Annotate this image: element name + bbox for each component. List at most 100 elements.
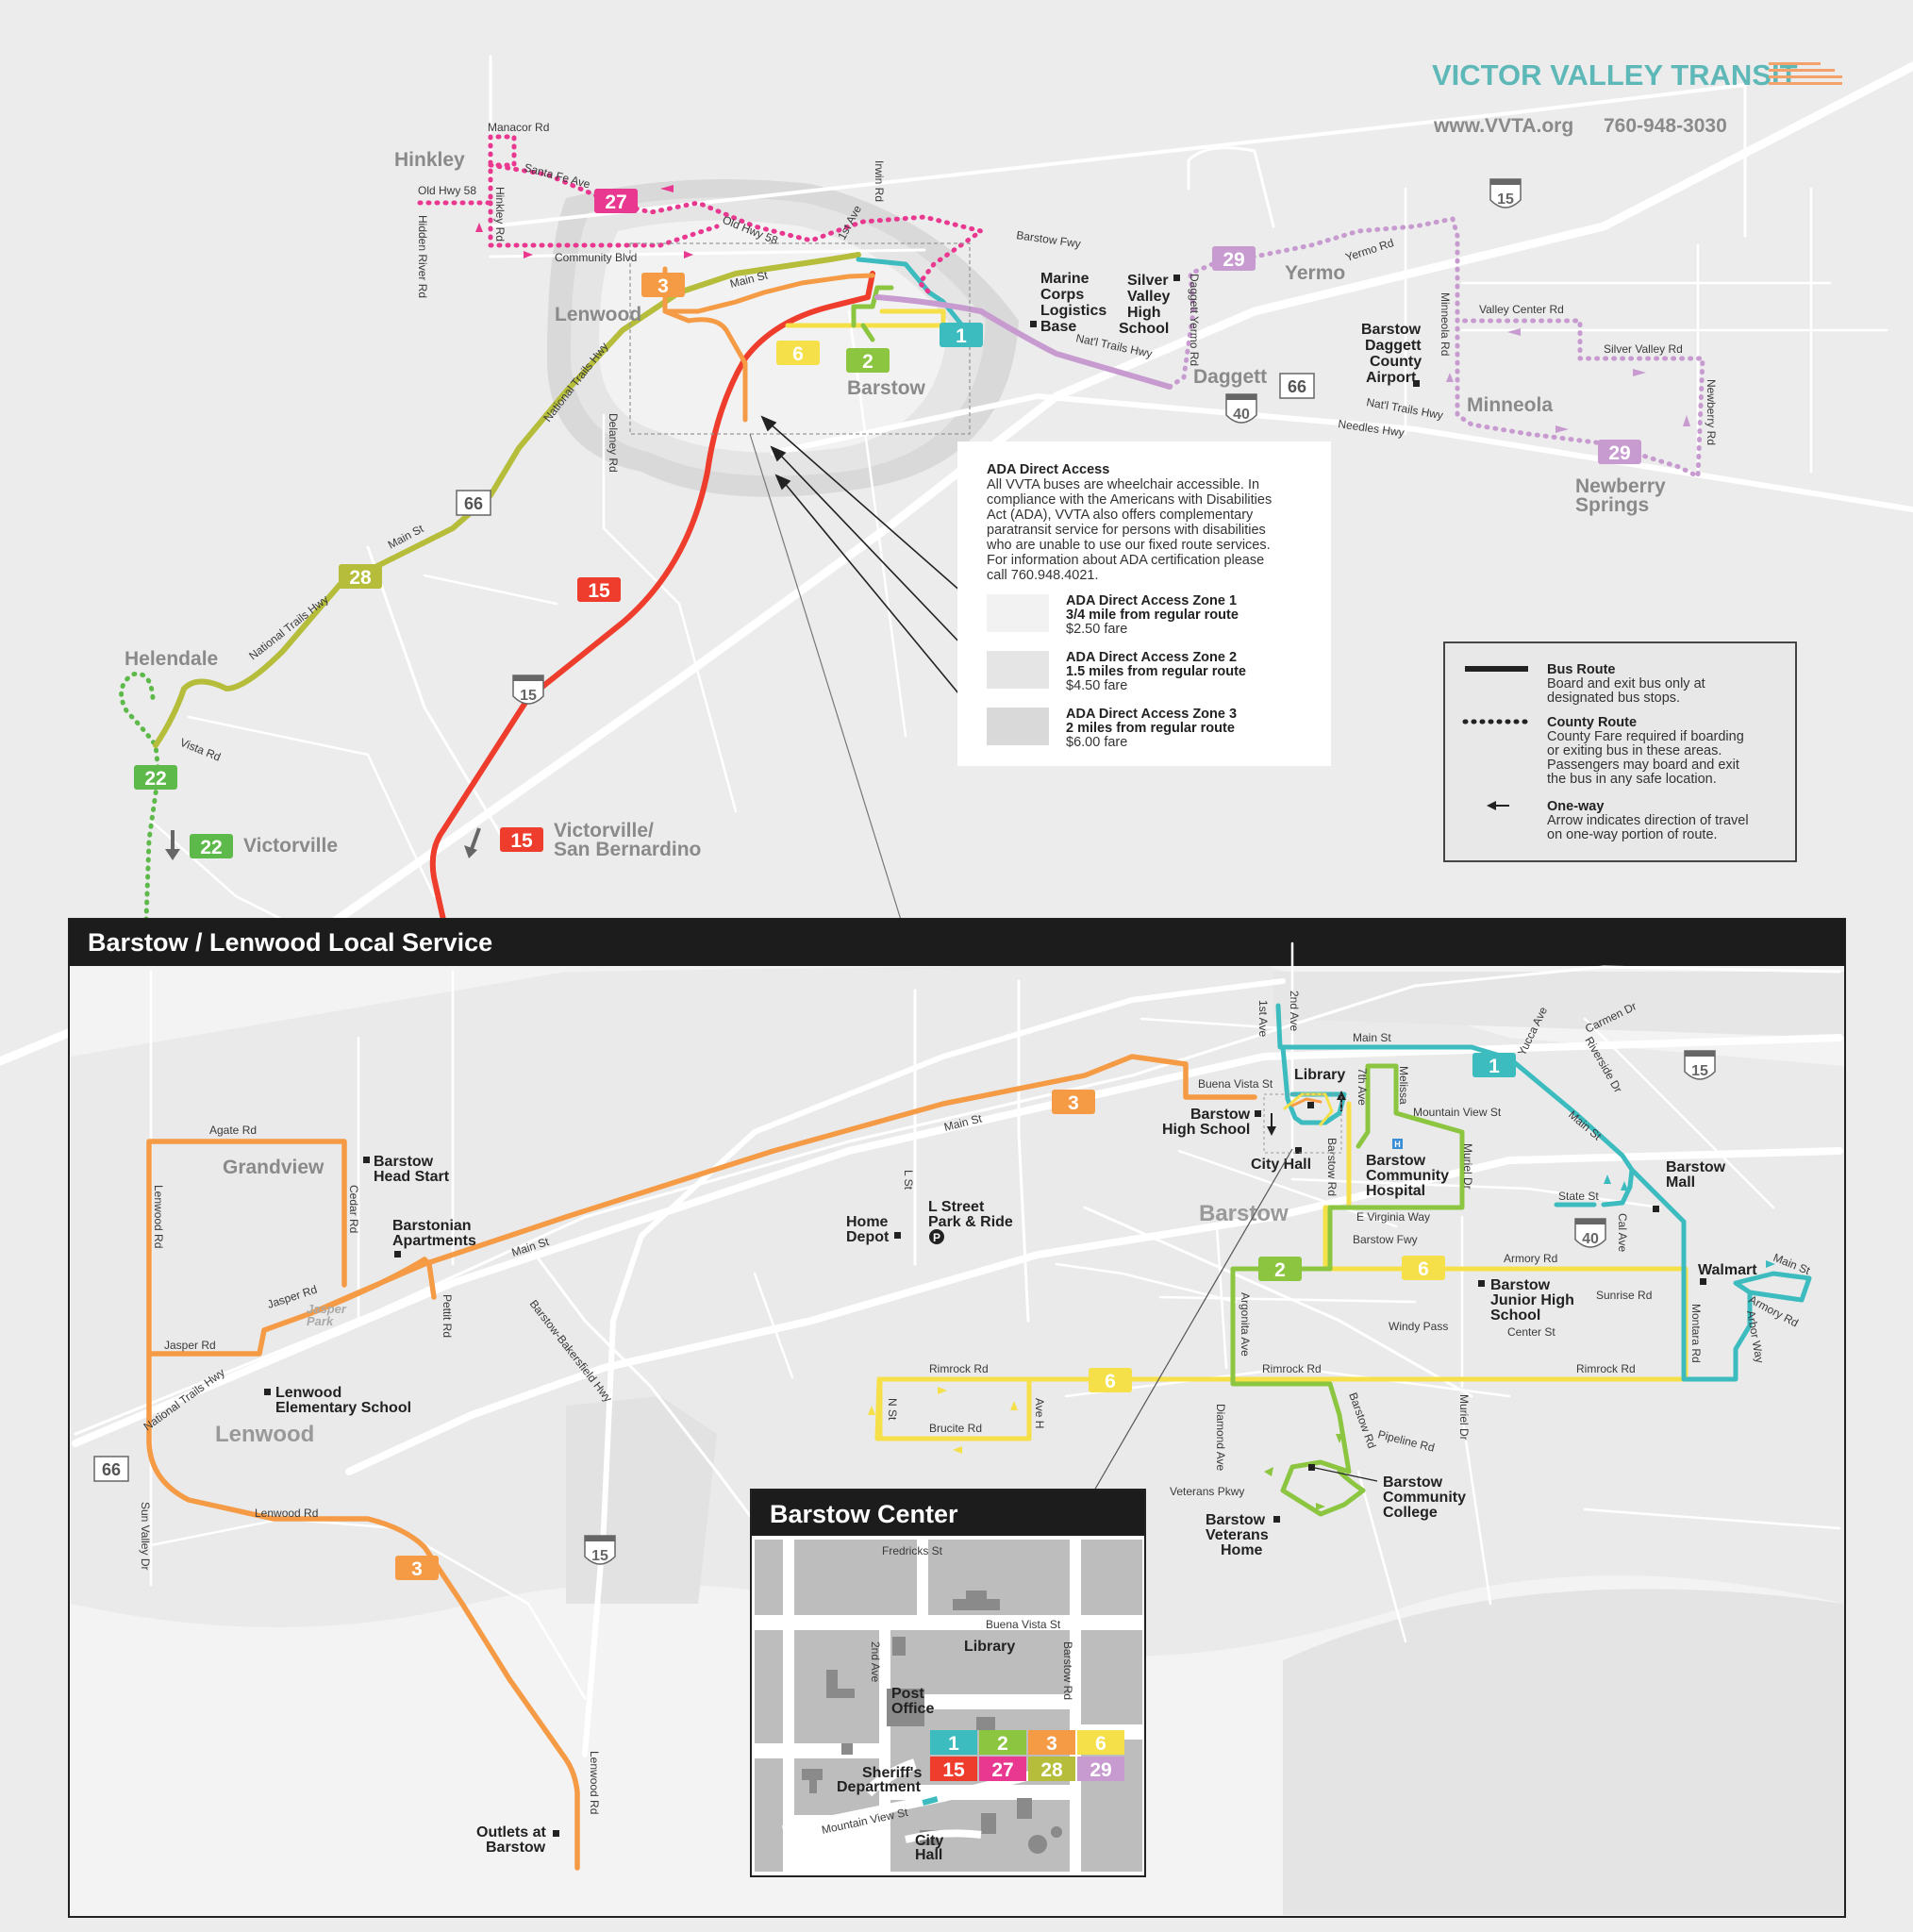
local-badge-2: 2 — [1274, 1259, 1286, 1281]
local-road-barstow-fwy: Barstow Fwy — [1353, 1233, 1418, 1246]
local-route-1-path — [1275, 1003, 1812, 1382]
svg-text:40: 40 — [1233, 407, 1250, 423]
svg-text:3/4 mile from regular route: 3/4 mile from regular route — [1066, 608, 1239, 623]
place-svhs-marker — [1173, 275, 1180, 281]
svg-text:$2.50 fare: $2.50 fare — [1066, 622, 1127, 637]
interstate-40-shield-local: 40 — [1574, 1218, 1606, 1248]
legend-one-way-arrow-icon — [1487, 801, 1509, 810]
svg-text:66: 66 — [102, 1460, 121, 1479]
svg-text:H: H — [1394, 1140, 1401, 1149]
local-badge-1: 1 — [1489, 1056, 1500, 1077]
local-route-badges: 3 3 1 2 6 6 — [395, 1053, 1516, 1580]
place-veterans-home-2: Veterans — [1206, 1527, 1269, 1543]
route-2-regional-path — [851, 285, 894, 342]
badge-3-regional: 3 — [657, 275, 669, 297]
svg-text:For information about ADA cert: For information about ADA certification … — [987, 553, 1264, 568]
svg-text:15: 15 — [510, 830, 533, 852]
local-road-7th-ave: 7th Ave — [1356, 1068, 1369, 1106]
svg-text:the bus in any safe location.: the bus in any safe location. — [1547, 772, 1717, 787]
dest-victorville: Victorville — [243, 835, 338, 857]
svg-text:call 760.948.4021.: call 760.948.4021. — [987, 568, 1099, 583]
local-road-2nd-ave: 2nd Ave — [1288, 991, 1301, 1031]
place-barstow-hs-2: High School — [1162, 1122, 1250, 1138]
place-l-street-2: Park & Ride — [928, 1214, 1013, 1230]
ada-zone-rings — [547, 179, 1019, 497]
town-lenwood-regional: Lenwood — [555, 304, 641, 325]
badge-29-yermo: 29 — [1223, 249, 1244, 271]
place-college-3: College — [1383, 1505, 1438, 1521]
road-manacor: Manacor Rd — [488, 121, 549, 134]
local-badge-3-a: 3 — [1068, 1092, 1079, 1114]
center-street-fredricks: Fredricks St — [882, 1544, 943, 1557]
svg-text:compliance with the Americans: compliance with the Americans with Disab… — [987, 492, 1272, 508]
road-silver-valley: Silver Valley Rd — [1604, 342, 1683, 356]
place-junior-high-2: Junior High — [1490, 1292, 1574, 1308]
place-marine-marker — [1030, 321, 1037, 327]
svg-text:paratransit service for person: paratransit service for persons with dis… — [987, 523, 1266, 538]
local-road-e-virginia: E Virginia Way — [1356, 1210, 1430, 1224]
badge-15-regional: 15 — [588, 580, 610, 602]
route-29-solid-path — [874, 294, 1173, 390]
barstow-center-inset: Barstow Center — [750, 1489, 1146, 1877]
local-road-rimrock-b: Rimrock Rd — [1262, 1362, 1322, 1375]
local-road-lenwood-rd: Lenwood Rd — [152, 1185, 165, 1248]
local-road-lenwood-rd-2: Lenwood Rd — [255, 1507, 318, 1520]
regional-one-way-arrows — [475, 185, 693, 258]
svg-text:3: 3 — [1046, 1733, 1057, 1755]
local-roads — [72, 941, 1843, 1757]
ada-callout-arrows — [749, 415, 987, 921]
brand-phone: 760-948-3030 — [1604, 115, 1727, 137]
regional-destinations: 22 Victorville 15 Victorville/ San Berna… — [165, 820, 701, 860]
local-road-rimrock-c: Rimrock Rd — [1576, 1362, 1636, 1375]
brand-stripes-icon — [1769, 62, 1842, 85]
place-airport-1: Barstow — [1361, 322, 1422, 338]
svg-text:40: 40 — [1582, 1231, 1599, 1247]
us-66-shield-local: 66 — [93, 1456, 129, 1482]
local-panel-header — [69, 919, 1845, 966]
legend-bus-route-title: Bus Route — [1547, 662, 1616, 677]
svg-text:15: 15 — [591, 1548, 608, 1564]
place-mall-2: Mall — [1666, 1174, 1695, 1191]
us-66-shield-regional-a: 66 — [1279, 373, 1315, 399]
interstate-15-shield-regional-b: 15 — [512, 675, 544, 705]
place-outlets-2: Barstow — [486, 1840, 546, 1856]
local-road-ave-h: Ave H — [1033, 1398, 1046, 1428]
svg-text:$4.50 fare: $4.50 fare — [1066, 678, 1127, 693]
place-hospital-1: Barstow — [1366, 1153, 1426, 1169]
badge-1-regional: 1 — [956, 325, 967, 347]
ada-zone-1-swatch — [987, 594, 1049, 632]
arrow-head-icon — [165, 849, 180, 860]
local-road-1st-ave: 1st Ave — [1256, 1000, 1270, 1037]
center-place-hall: Hall — [915, 1847, 942, 1863]
regional-places: Marine Corps Logistics Base Silver Valle… — [1030, 271, 1422, 387]
center-place-office: Office — [891, 1701, 934, 1717]
local-badge-6-b: 6 — [1105, 1371, 1116, 1392]
local-road-cal-ave: Cal Ave — [1616, 1213, 1629, 1252]
brand-website[interactable]: www.VVTA.org — [1433, 115, 1573, 137]
ada-zone-2-swatch — [987, 651, 1049, 689]
local-road-veterans: Veterans Pkwy — [1170, 1485, 1244, 1498]
local-road-n-st: N St — [886, 1398, 899, 1421]
road-hinkley: Hinkley Rd — [493, 187, 507, 242]
barstow-locator-box — [629, 242, 971, 435]
brand-header: VICTOR VALLEY TRANSIT www.VVTA.org 760-9… — [1432, 58, 1842, 137]
local-road-sun-valley: Sun Valley Dr — [139, 1502, 152, 1570]
local-road-sunrise: Sunrise Rd — [1596, 1289, 1652, 1302]
local-road-cedar: Cedar Rd — [347, 1185, 360, 1233]
place-svhs-1: Silver — [1127, 273, 1169, 289]
town-minneola: Minneola — [1467, 394, 1553, 416]
place-junior-high-1: Barstow — [1490, 1277, 1551, 1293]
ada-zone-3: ADA Direct Access Zone 3 2 miles from re… — [987, 707, 1237, 750]
road-old-hwy-58-a: Old Hwy 58 — [418, 184, 476, 197]
svg-text:County Fare required if boardi: County Fare required if boarding — [1547, 729, 1744, 744]
badge-22-dest — [190, 834, 233, 858]
road-newberry: Newberry Rd — [1705, 379, 1718, 445]
down-arrow-icon-2 — [470, 827, 481, 850]
place-svhs-2: Valley — [1127, 289, 1170, 305]
svg-text:or exiting bus in these areas.: or exiting bus in these areas. — [1547, 743, 1722, 758]
place-barstow-hs-1: Barstow — [1190, 1107, 1251, 1123]
center-place-post: Post — [891, 1686, 924, 1702]
local-road-agate: Agate Rd — [209, 1124, 257, 1137]
badge-27: 27 — [605, 192, 626, 213]
place-marine-3: Logistics — [1040, 303, 1106, 319]
